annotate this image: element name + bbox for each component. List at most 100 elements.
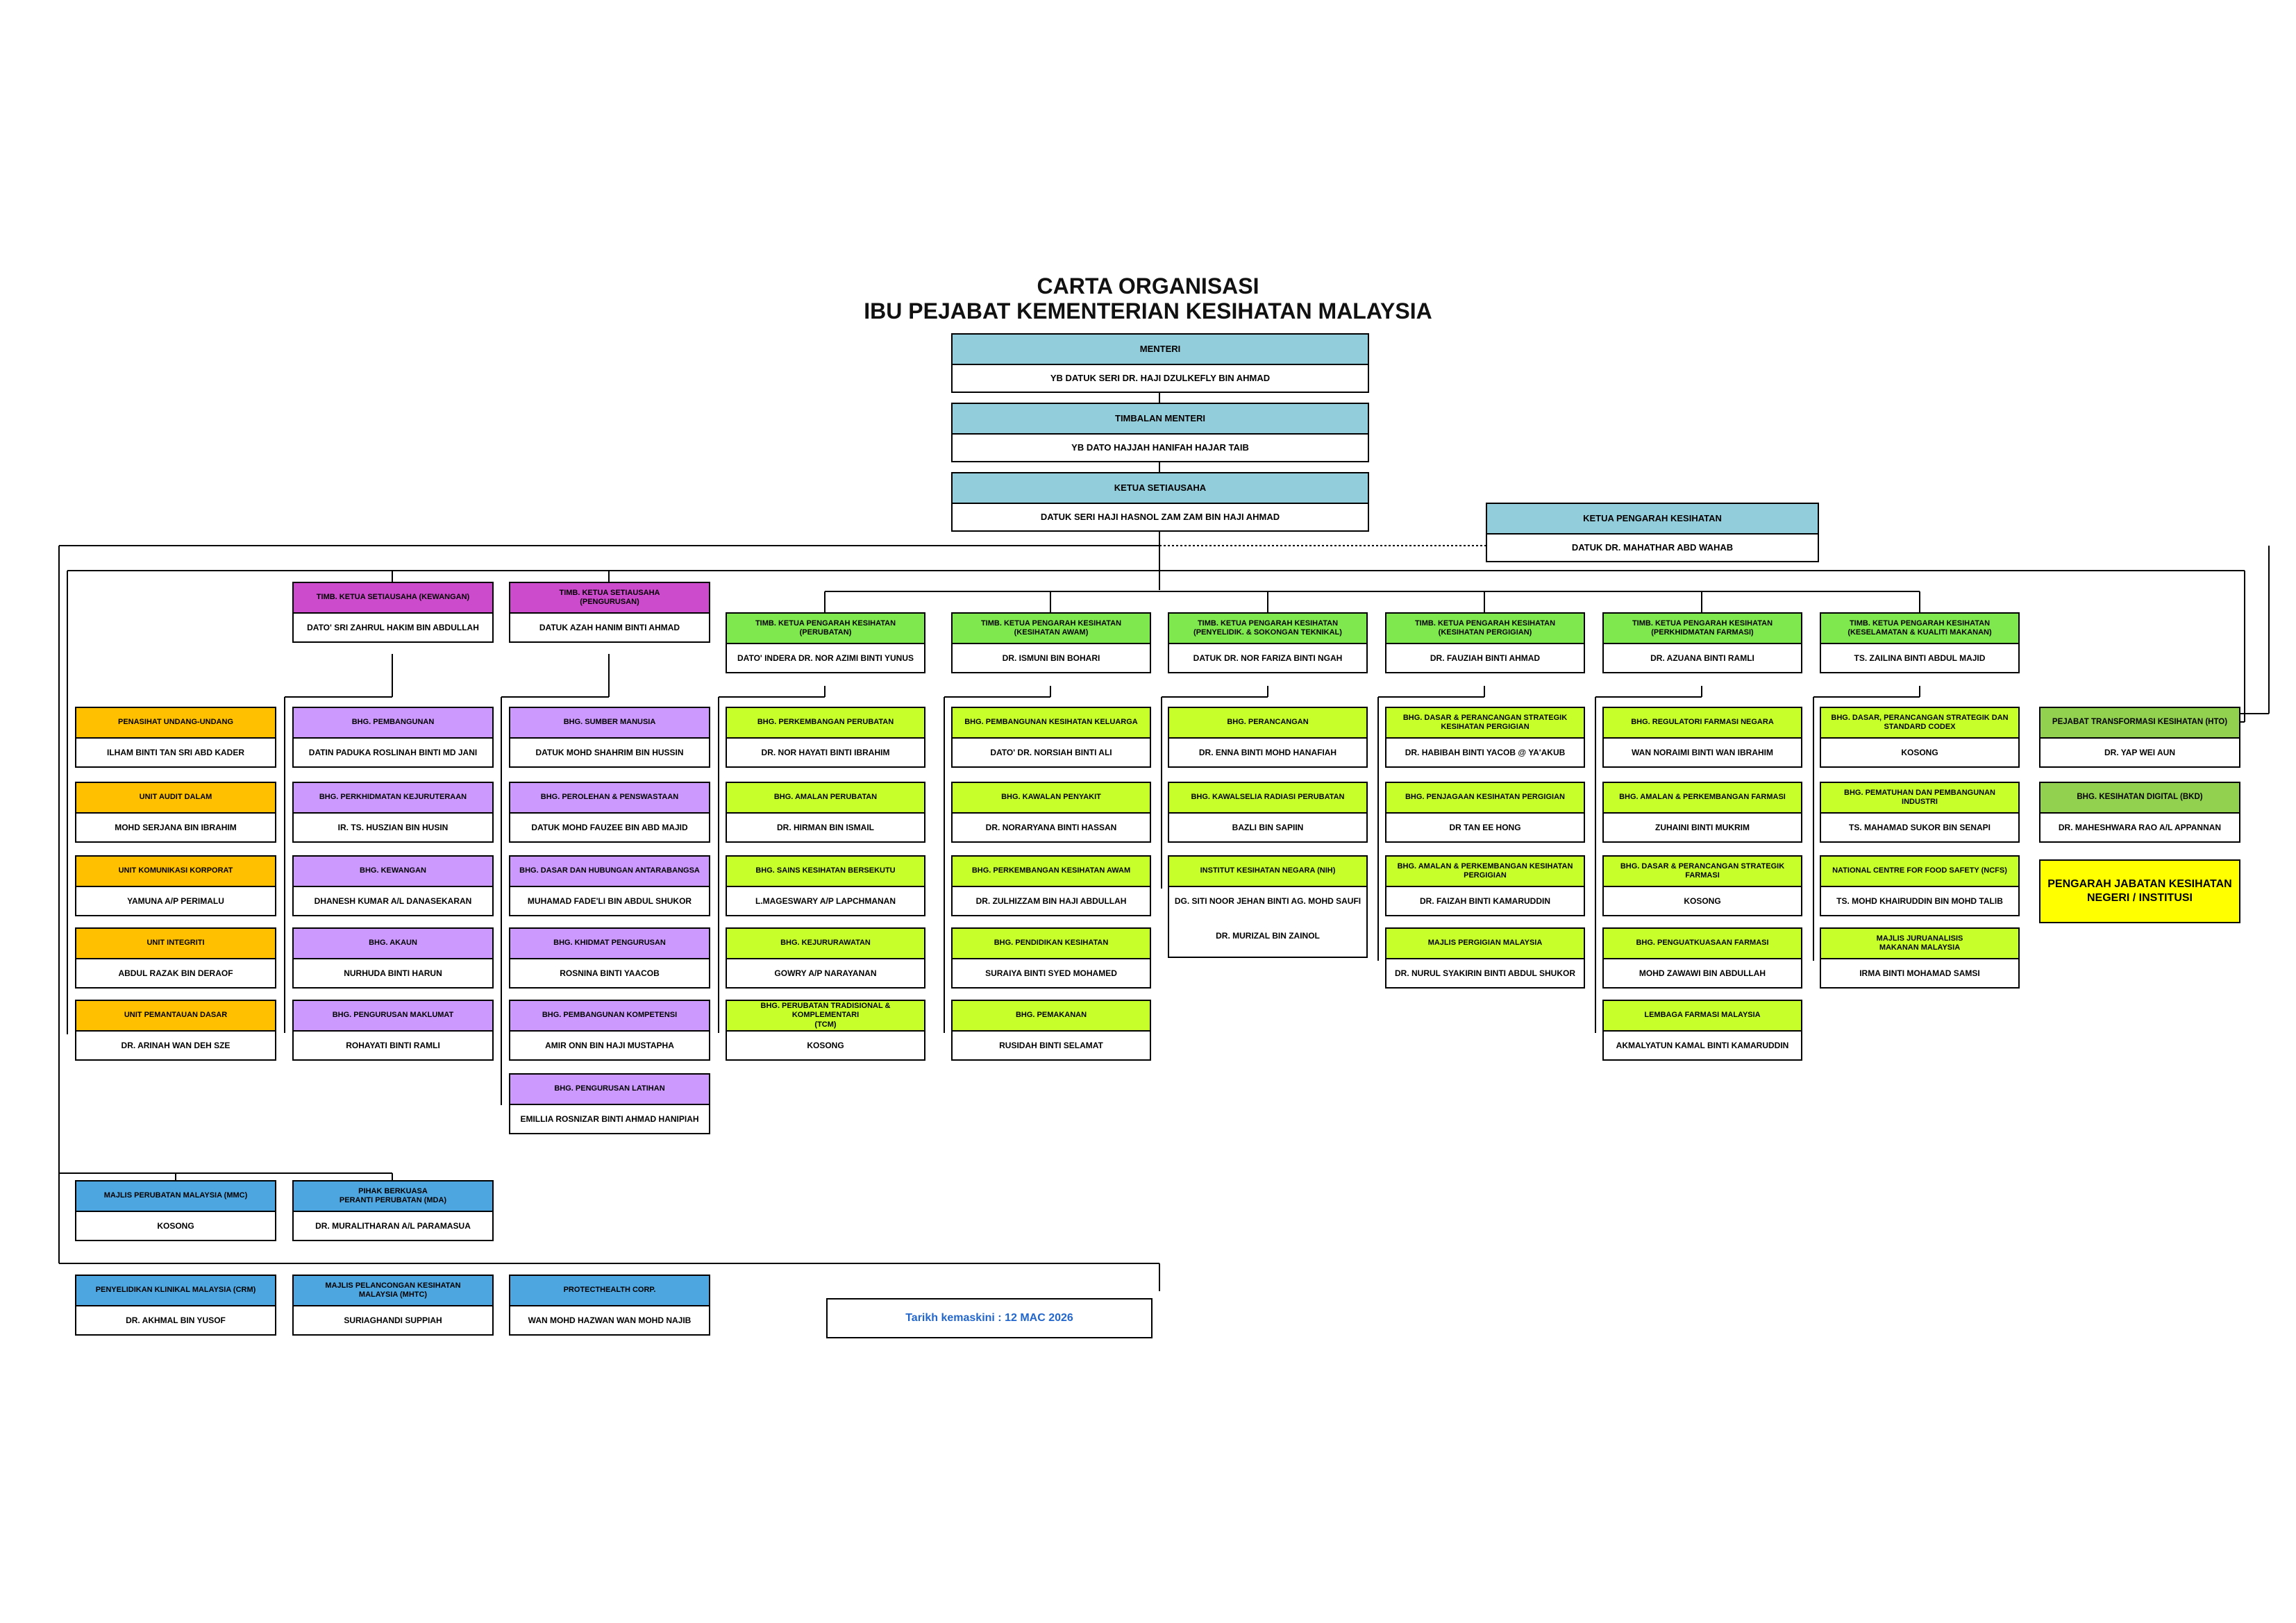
penyelidik-bhg-3[interactable]: INSTITUT KESIHATAN NEGARA (NIH)DG. SITI … <box>1168 855 1368 958</box>
tkp-perubatan-box-title: TIMB. KETUA PENGARAH KESIHATAN (PERUBATA… <box>727 614 924 644</box>
kewangan-bhg-4-name: NURHUDA BINTI HARUN <box>344 968 442 978</box>
tkp-makanan-box-title: TIMB. KETUA PENGARAH KESIHATAN (KESELAMA… <box>1821 614 2018 644</box>
farmasi-bhg-5-title: LEMBAGA FARMASI MALAYSIA <box>1604 1001 1801 1032</box>
pengurusan-bhg-6-title: BHG. PENGURUSAN LATIHAN <box>510 1075 709 1105</box>
kewangan-bhg-1-name: DATIN PADUKA ROSLINAH BINTI MD JANI <box>308 747 478 757</box>
kewangan-bhg-5-name: ROHAYATI BINTI RAMLI <box>346 1040 440 1050</box>
pengarah-jabatan-box[interactable]: PENGARAH JABATAN KESIHATAN NEGERI / INST… <box>2039 859 2240 923</box>
farmasi-bhg-4-name: MOHD ZAWAWI BIN ABDULLAH <box>1639 968 1766 978</box>
pergigian-bhg-2-title: BHG. PENJAGAAN KESIHATAN PERGIGIAN <box>1386 783 1584 814</box>
orange-unit-4-title: UNIT INTEGRITI <box>76 929 275 959</box>
tkp-perubatan-box[interactable]: TIMB. KETUA PENGARAH KESIHATAN (PERUBATA… <box>726 612 925 673</box>
farmasi-bhg-3[interactable]: BHG. DASAR & PERANCANGAN STRATEGIK FARMA… <box>1602 855 1802 916</box>
tksu-kewangan-box-title: TIMB. KETUA SETIAUSAHA (KEWANGAN) <box>294 583 492 614</box>
right-unit-2-name: DR. MAHESHWARA RAO A/L APPANNAN <box>2058 822 2222 832</box>
makanan-bhg-1[interactable]: BHG. DASAR, PERANCANGAN STRATEGIK DAN ST… <box>1820 707 2020 768</box>
crm-box[interactable]: PENYELIDIKAN KLINIKAL MALAYSIA (CRM)DR. … <box>75 1275 276 1336</box>
tksu-kewangan-box[interactable]: TIMB. KETUA SETIAUSAHA (KEWANGAN)DATO' S… <box>292 582 494 643</box>
tksu-pengurusan-box[interactable]: TIMB. KETUA SETIAUSAHA (PENGURUSAN)DATUK… <box>509 582 710 643</box>
orange-unit-5-name: DR. ARINAH WAN DEH SZE <box>121 1040 231 1050</box>
pergigian-bhg-1[interactable]: BHG. DASAR & PERANCANGAN STRATEGIK KESIH… <box>1385 707 1585 768</box>
makanan-bhg-1-title: BHG. DASAR, PERANCANGAN STRATEGIK DAN ST… <box>1821 708 2018 739</box>
timbalan-menteri-box-title: TIMBALAN MENTERI <box>953 404 1368 435</box>
tkp-penyelidik-box-name: DATUK DR. NOR FARIZA BINTI NGAH <box>1193 653 1343 663</box>
tkp-perubatan-box-name: DATO' INDERA DR. NOR AZIMI BINTI YUNUS <box>737 653 914 663</box>
ketua-pengarah-box-name: DATUK DR. MAHATHAR ABD WAHAB <box>1571 542 1734 553</box>
mhtc-box-title: MAJLIS PELANCONGAN KESIHATAN MALAYSIA (M… <box>294 1276 492 1306</box>
right-unit-2[interactable]: BHG. KESIHATAN DIGITAL (BKD)DR. MAHESHWA… <box>2039 782 2240 843</box>
penyelidik-bhg-1-name: DR. ENNA BINTI MOHD HANAFIAH <box>1198 747 1337 757</box>
makanan-bhg-3[interactable]: NATIONAL CENTRE FOR FOOD SAFETY (NCFS)TS… <box>1820 855 2020 916</box>
tkp-penyelidik-box[interactable]: TIMB. KETUA PENGARAH KESIHATAN (PENYELID… <box>1168 612 1368 673</box>
mmc-box[interactable]: MAJLIS PERUBATAN MALAYSIA (MMC)KOSONG <box>75 1180 276 1241</box>
perubatan-bhg-4-name: GOWRY A/P NARAYANAN <box>774 968 877 978</box>
chart-title-line-1: CARTA ORGANISASI <box>1037 274 1259 298</box>
tkp-farmasi-box[interactable]: TIMB. KETUA PENGARAH KESIHATAN (PERKHIDM… <box>1602 612 1802 673</box>
mda-box-title: PIHAK BERKUASA PERANTI PERUBATAN (MDA) <box>294 1181 492 1212</box>
orange-unit-1-title: PENASIHAT UNDANG-UNDANG <box>76 708 275 739</box>
pengurusan-bhg-4-name: ROSNINA BINTI YAACOB <box>560 968 660 978</box>
kewangan-bhg-2-title: BHG. PERKHIDMATAN KEJURUTERAAN <box>294 783 492 814</box>
protecthealth-box[interactable]: PROTECTHEALTH CORP.WAN MOHD HAZWAN WAN M… <box>509 1275 710 1336</box>
awam-bhg-1-title: BHG. PEMBANGUNAN KESIHATAN KELUARGA <box>953 708 1150 739</box>
right-unit-1[interactable]: PEJABAT TRANSFORMASI KESIHATAN (HTO)DR. … <box>2039 707 2240 768</box>
tkp-kesihatan-awam-box[interactable]: TIMB. KETUA PENGARAH KESIHATAN (KESIHATA… <box>951 612 1151 673</box>
farmasi-bhg-1-title: BHG. REGULATORI FARMASI NEGARA <box>1604 708 1801 739</box>
pengurusan-bhg-3-title: BHG. DASAR DAN HUBUNGAN ANTARABANGSA <box>510 857 709 887</box>
mmc-box-name: KOSONG <box>157 1220 194 1231</box>
tkp-pergigian-box[interactable]: TIMB. KETUA PENGARAH KESIHATAN (KESIHATA… <box>1385 612 1585 673</box>
kewangan-bhg-1-title: BHG. PEMBANGUNAN <box>294 708 492 739</box>
perubatan-bhg-5[interactable]: BHG. PERUBATAN TRADISIONAL & KOMPLEMENTA… <box>726 1000 925 1061</box>
mda-box[interactable]: PIHAK BERKUASA PERANTI PERUBATAN (MDA)DR… <box>292 1180 494 1241</box>
update-date-box: Tarikh kemaskini : 12 MAC 2026 <box>826 1298 1153 1338</box>
tkp-makanan-box[interactable]: TIMB. KETUA PENGARAH KESIHATAN (KESELAMA… <box>1820 612 2020 673</box>
awam-bhg-3-title: BHG. PERKEMBANGAN KESIHATAN AWAM <box>953 857 1150 887</box>
kewangan-bhg-1[interactable]: BHG. PEMBANGUNAN DATIN PADUKA ROSLINAH BI… <box>292 707 494 768</box>
mhtc-box[interactable]: MAJLIS PELANCONGAN KESIHATAN MALAYSIA (M… <box>292 1275 494 1336</box>
pergigian-bhg-3[interactable]: BHG. AMALAN & PERKEMBANGAN KESIHATAN PER… <box>1385 855 1585 916</box>
makanan-bhg-2-name: TS. MAHAMAD SUKOR BIN SENAPI <box>1848 822 1991 832</box>
pengurusan-bhg-1-name: DATUK MOHD SHAHRIM BIN HUSSIN <box>535 747 684 757</box>
mhtc-box-name: SURIAGHANDI SUPPIAH <box>344 1315 442 1325</box>
tksu-pengurusan-box-title: TIMB. KETUA SETIAUSAHA (PENGURUSAN) <box>510 583 709 614</box>
